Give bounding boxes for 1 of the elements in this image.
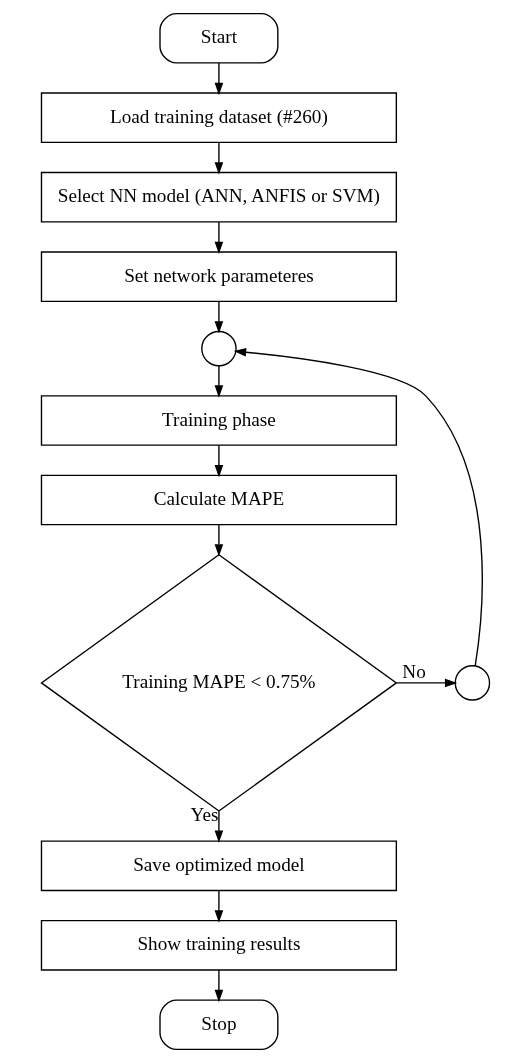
edge-label: No	[402, 660, 426, 682]
